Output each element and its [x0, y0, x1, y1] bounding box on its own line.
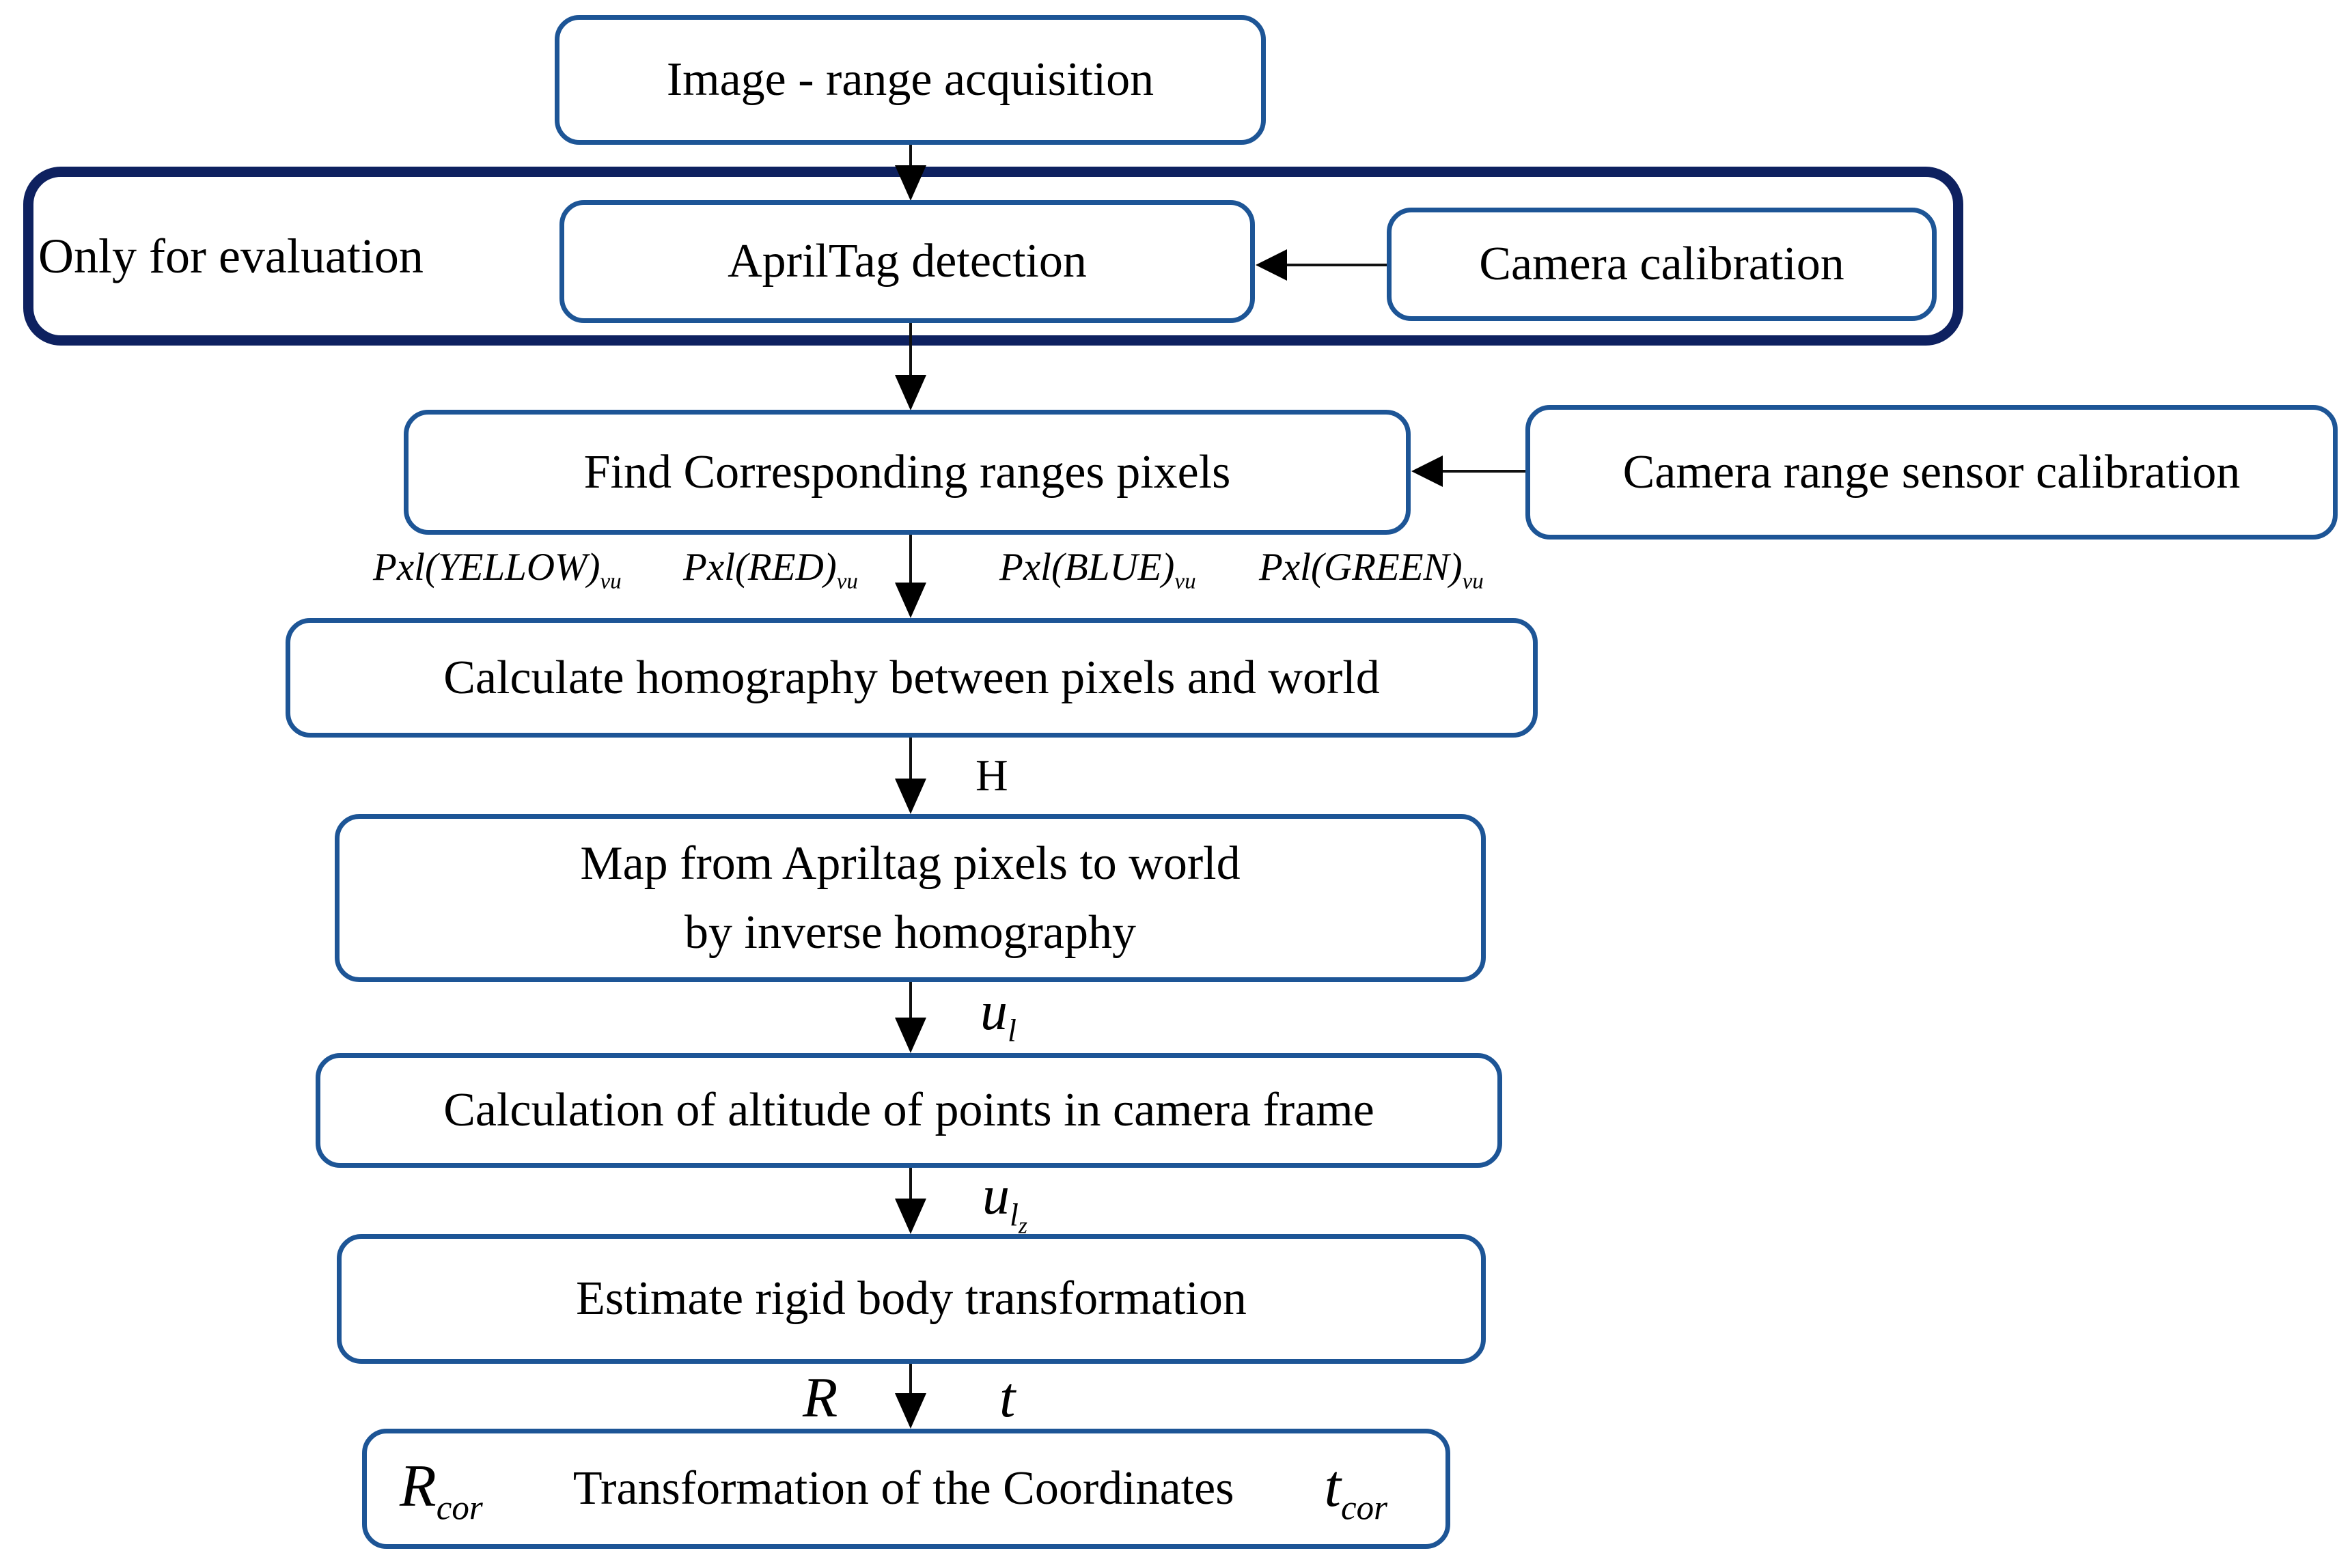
node-transformation: Rcor Transformation of the Coordinates t… — [362, 1429, 1450, 1549]
node-altitude: Calculation of altitude of points in cam… — [316, 1053, 1502, 1168]
u-lz-sub: l — [1010, 1198, 1019, 1233]
edge-label-u-lz: ulz — [982, 1165, 1027, 1240]
arrow-calibration-apriltag-line — [1285, 264, 1387, 266]
arrow-homography-map-head — [895, 779, 926, 814]
node-camera-range-calibration: Camera range sensor calibration — [1525, 405, 2338, 540]
node-homography: Calculate homography between pixels and … — [286, 618, 1538, 738]
edge-label-pxl-yellow: Pxl(YELLOW)vu — [373, 545, 622, 595]
arrow-calibration-apriltag-head — [1256, 249, 1287, 281]
node-find-ranges: Find Corresponding ranges pixels — [404, 410, 1411, 535]
pxl-blue-sub: vu — [1174, 569, 1196, 594]
pxl-blue-base: Pxl(BLUE) — [999, 546, 1175, 589]
node-rigid-body: Estimate rigid body transformation — [337, 1234, 1486, 1364]
edge-label-r: R — [803, 1364, 838, 1431]
t-symbol: t — [999, 1366, 1016, 1429]
node-camera-range-calibration-label: Camera range sensor calibration — [1622, 445, 2241, 499]
node-map-apriltag-line2: by inverse homography — [684, 906, 1136, 959]
node-image-range-acquisition: Image - range acquisition — [555, 15, 1266, 145]
pxl-red-base: Pxl(RED) — [683, 546, 837, 589]
r-cor-sub: cor — [436, 1489, 483, 1528]
transformation-t-cor: tcor — [1325, 1444, 1387, 1533]
arrow-rigid-transform-line — [909, 1364, 912, 1397]
edge-label-t: t — [999, 1364, 1015, 1431]
arrow-acquisition-apriltag-line — [909, 145, 912, 169]
evaluation-group-label: Only for evaluation — [38, 167, 489, 346]
arrow-apriltag-find-head — [895, 375, 926, 410]
evaluation-group-label-text: Only for evaluation — [38, 228, 424, 283]
arrow-find-homography-head — [895, 583, 926, 618]
node-transformation-label: Transformation of the Coordinates — [572, 1462, 1234, 1515]
node-altitude-label: Calculation of altitude of points in cam… — [443, 1084, 1374, 1136]
u-l-sub: l — [1008, 1013, 1016, 1049]
arrow-find-homography-line — [909, 535, 912, 585]
pxl-green-sub: vu — [1462, 569, 1484, 594]
node-map-apriltag-line1: Map from Apriltag pixels to world — [580, 837, 1241, 890]
edge-label-pxl-blue: Pxl(BLUE)vu — [999, 545, 1196, 595]
node-map-apriltag-label: Map from Apriltag pixels to world by inv… — [580, 829, 1240, 968]
arrow-rangecal-find-line — [1441, 470, 1525, 473]
edge-label-pxl-green: Pxl(GREEN)vu — [1259, 545, 1484, 595]
node-apriltag-detection-label: AprilTag detection — [728, 235, 1087, 288]
t-cor-sub: cor — [1340, 1489, 1387, 1528]
arrow-map-altitude-line — [909, 982, 912, 1020]
u-lz-base: u — [982, 1166, 1010, 1226]
pxl-yellow-sub: vu — [600, 569, 622, 594]
node-homography-label: Calculate homography between pixels and … — [443, 651, 1380, 704]
edge-label-h: H — [976, 751, 1008, 800]
node-camera-calibration-label: Camera calibration — [1479, 238, 1844, 290]
edge-label-pxl-red: Pxl(RED)vu — [683, 545, 858, 595]
u-lz-subsub: z — [1018, 1213, 1027, 1239]
arrow-rigid-transform-head — [895, 1393, 926, 1429]
node-image-range-acquisition-label: Image - range acquisition — [666, 53, 1154, 106]
pxl-yellow-base: Pxl(YELLOW) — [373, 546, 600, 589]
r-symbol: R — [803, 1366, 838, 1429]
arrow-acquisition-apriltag-head — [895, 165, 926, 201]
node-camera-calibration: Camera calibration — [1387, 208, 1937, 321]
r-cor-base: R — [400, 1453, 437, 1520]
node-find-ranges-label: Find Corresponding ranges pixels — [583, 445, 1231, 499]
transformation-r-cor: Rcor — [400, 1444, 483, 1533]
node-rigid-body-label: Estimate rigid body transformation — [576, 1272, 1247, 1325]
arrow-map-altitude-head — [895, 1018, 926, 1053]
arrow-rangecal-find-head — [1411, 456, 1443, 487]
node-map-apriltag: Map from Apriltag pixels to world by inv… — [335, 814, 1486, 982]
arrow-homography-map-line — [909, 738, 912, 781]
arrow-altitude-rigid-line — [909, 1168, 912, 1202]
arrow-altitude-rigid-head — [895, 1199, 926, 1234]
node-apriltag-detection: AprilTag detection — [559, 200, 1255, 323]
t-cor-base: t — [1324, 1453, 1341, 1520]
pxl-green-base: Pxl(GREEN) — [1259, 546, 1463, 589]
edge-label-u-l: ul — [980, 981, 1016, 1050]
u-l-base: u — [980, 981, 1008, 1041]
arrow-apriltag-find-line — [909, 323, 912, 378]
pxl-red-sub: vu — [836, 569, 858, 594]
